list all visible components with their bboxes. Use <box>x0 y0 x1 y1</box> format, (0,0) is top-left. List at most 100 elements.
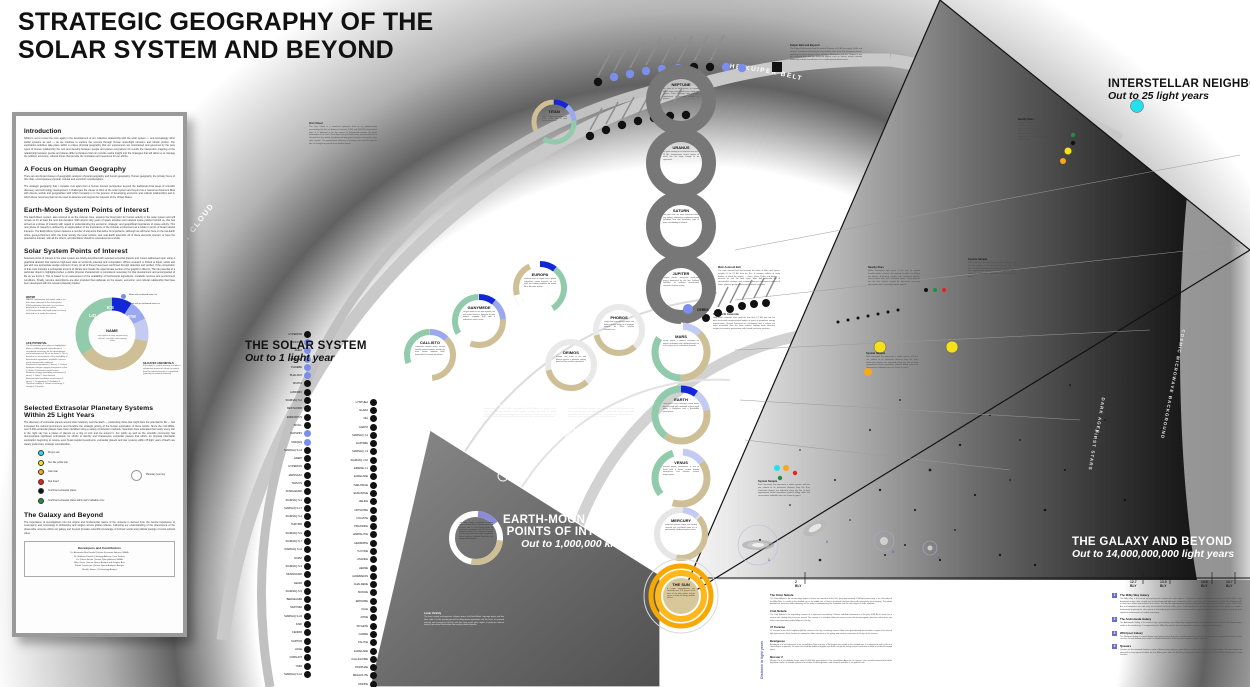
moon-row[interactable]: ALDEBARAN <box>338 572 378 580</box>
moon-row[interactable]: TAYGETE <box>338 622 378 630</box>
moon-row[interactable]: AEGIR <box>272 579 312 587</box>
moon-row[interactable]: SIARNAQ J-3 <box>338 448 378 456</box>
planet-mercury[interactable]: MERCURY Innermost planet; airless and he… <box>654 507 708 561</box>
moon-row[interactable]: HYPERION <box>272 463 312 471</box>
moon-row[interactable]: CHALDENE <box>338 581 378 589</box>
ceres-label: CERES <box>697 308 709 312</box>
moon-row[interactable]: SINOPE <box>338 680 378 687</box>
moon-row[interactable]: BERGELMIR <box>272 596 312 604</box>
moon-row[interactable]: RHEA <box>272 347 312 355</box>
moon-deimos[interactable]: DEIMOS Smaller and outer of the two Mart… <box>545 339 597 391</box>
moon-ganymede[interactable]: GANYMEDE Largest moon in the solar syste… <box>452 294 506 348</box>
moon-row[interactable]: HELIKE <box>338 498 378 506</box>
moon-row[interactable]: SURTUR <box>272 637 312 645</box>
moon-row-label: EIRENE J-1 <box>354 467 368 471</box>
moon-row[interactable]: KALYKE <box>338 639 378 647</box>
planet-mars[interactable]: MARS Fourth planet; a primary candidate … <box>651 322 711 382</box>
dwarf-planet-ceres[interactable]: CERES <box>683 304 709 314</box>
moon-row[interactable]: UMBRIEL <box>272 355 312 363</box>
moon-row[interactable]: PHOEBE <box>272 363 312 371</box>
moon-row[interactable]: NARVI <box>272 554 312 562</box>
moon-row[interactable]: SIARNAQ S-5 <box>272 587 312 595</box>
moon-row[interactable]: SIARNAQ J-4 <box>338 431 378 439</box>
moon-row[interactable]: PHALANX <box>272 371 312 380</box>
moon-row[interactable]: SIARNAQ J-16 <box>338 456 378 464</box>
moon-row[interactable]: AITNE <box>338 614 378 622</box>
moon-row[interactable]: ALBIORIX <box>272 388 312 396</box>
moon-row[interactable]: SIARNAQ S-22 <box>272 612 312 620</box>
moon-row[interactable]: BESTHORM <box>272 405 312 413</box>
moon-row[interactable]: LYSITHEA <box>338 398 378 406</box>
moon-row[interactable]: SIARNAQ S-17 <box>272 504 312 512</box>
moon-row[interactable]: ELARA <box>338 406 378 414</box>
moon-row[interactable]: EURANTHE <box>338 489 378 497</box>
moon-row[interactable]: DIA <box>338 415 378 423</box>
moon-row[interactable]: FORNJOT <box>272 654 312 662</box>
moon-row[interactable]: JARNSAXA <box>272 471 312 479</box>
moon-row-label: KALE <box>361 608 368 612</box>
moon-row[interactable]: MEGACLITE <box>338 672 378 680</box>
moon-row[interactable]: TARVOS <box>272 479 312 487</box>
moon-row[interactable]: MUNDILFARI <box>272 571 312 579</box>
planet-venus[interactable]: VENUS Second planet; comparable in size … <box>651 448 711 508</box>
moon-row[interactable]: IOCASTE <box>338 514 378 522</box>
moon-row[interactable]: HYPERION <box>272 330 312 338</box>
moon-row[interactable]: SUNDLEFARI <box>272 488 312 496</box>
moon-row[interactable]: FENRIR <box>272 629 312 637</box>
moon-row[interactable]: THELXINOE <box>338 481 378 489</box>
moon-row[interactable]: THYONE <box>338 547 378 555</box>
moon-row[interactable]: PASIPHAE <box>338 664 378 672</box>
moon-row[interactable]: THRYMR <box>272 521 312 529</box>
moon-row[interactable]: ERRIANTUS <box>272 413 312 421</box>
moon-row[interactable]: TARQEQ <box>272 438 312 446</box>
the-sun[interactable]: THE SUN A G-type main-sequence star cont… <box>643 558 719 634</box>
moon-row[interactable]: HERSE <box>338 564 378 572</box>
planet-saturn-body: Gas giant with the most extensive known … <box>663 214 699 224</box>
moon-row[interactable]: PRAXIDIKE <box>338 522 378 531</box>
moon-row[interactable]: SIARNAQ S-13 <box>272 446 312 454</box>
moon-row[interactable]: EUKELADE <box>338 647 378 655</box>
moon-row[interactable]: EIRENE J-1 <box>338 464 378 473</box>
donut-callout-life-key: LIFE POTENTIAL <box>26 341 48 345</box>
moon-row[interactable]: LOGE <box>272 645 312 653</box>
moon-row[interactable]: SIARNAQ S-9 <box>272 529 312 537</box>
moon-row[interactable]: SIARNAQ S-1 <box>272 496 312 504</box>
moon-row[interactable]: SIARNAQ S-12 <box>272 670 312 678</box>
moon-row[interactable]: ANANKE <box>338 556 378 564</box>
moon-row[interactable]: KARI <box>272 620 312 629</box>
moon-row[interactable]: SIARNAQ S-4 <box>272 513 312 521</box>
moon-row[interactable]: ORTHOSIE <box>338 506 378 514</box>
moon-row[interactable]: SKRYMIR <box>272 604 312 612</box>
planet-uranus[interactable]: URANUS Ice giant rotating on an extreme … <box>646 128 716 198</box>
moon-row[interactable]: SIARNAQ S-7 <box>272 537 312 546</box>
moon-europa[interactable]: EUROPA Galilean moon of Jupiter with a g… <box>513 261 567 315</box>
moon-phobos[interactable]: PHOBOS Larger and inner Martian moon; lo… <box>593 304 645 356</box>
moon-row[interactable]: HERMIPPE <box>338 539 378 547</box>
moon-row[interactable]: SKATHI <box>272 380 312 388</box>
moon-row[interactable]: SIARNAQ S-11 <box>272 546 312 554</box>
moon-row[interactable]: CARPO <box>338 423 378 431</box>
moon-titan[interactable]: TITAN Largest moon of Saturn with a dens… <box>531 99 577 145</box>
moon-row[interactable]: IAPETUS <box>272 338 312 346</box>
earth-moon-poi-donut[interactable]: The lunar vicinity encompasses cislunar … <box>449 511 503 565</box>
moon-row[interactable]: DAPHNIS <box>272 430 312 438</box>
moon-row[interactable]: SIARNAQ S-2 <box>272 396 312 405</box>
planet-neptune[interactable]: NEPTUNE Ice giant at 30 AU; system of th… <box>646 65 716 135</box>
moon-row[interactable]: YMIR <box>272 662 312 670</box>
planet-earth[interactable]: EARTH Third planet and humanity's home w… <box>651 385 711 445</box>
moon-row[interactable]: ERINOME <box>338 597 378 605</box>
moon-row[interactable]: KALLICHORE <box>338 655 378 663</box>
moon-row[interactable]: HARPALYKE <box>338 531 378 539</box>
moon-row[interactable]: EUPORIE <box>338 439 378 448</box>
planet-earth-label: EARTH <box>674 397 688 402</box>
moon-row[interactable]: SIARNAQ S-3 <box>272 562 312 570</box>
planet-jupiter[interactable]: JUPITER Largest planet; ninety-five conf… <box>646 254 716 324</box>
moon-row[interactable]: ISONOE <box>338 589 378 597</box>
moon-callisto[interactable]: CALLISTO Outermost Galilean moon; ancien… <box>404 329 456 381</box>
planet-saturn[interactable]: SATURN Gas giant with the most extensive… <box>646 191 716 261</box>
moon-row[interactable]: CARME <box>338 630 378 638</box>
moon-row[interactable]: KALE <box>338 605 378 614</box>
moon-row[interactable]: GREIP <box>272 454 312 463</box>
moon-row[interactable]: SKOLL <box>272 421 312 429</box>
moon-row[interactable]: EUKELADE <box>338 473 378 481</box>
